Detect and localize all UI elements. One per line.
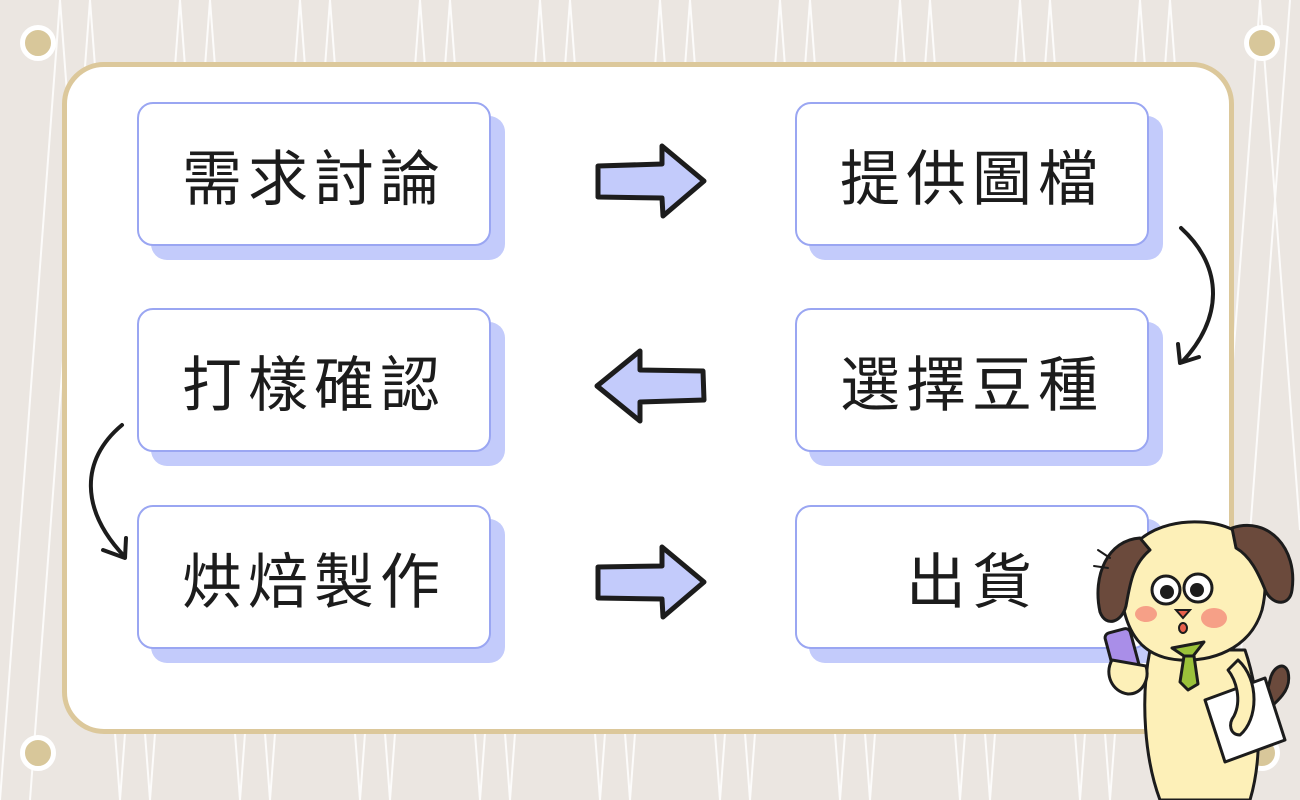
step-box-sample: 打樣確認 <box>137 308 491 452</box>
step-box-beans: 選擇豆種 <box>795 308 1149 452</box>
step-label-files: 提供圖檔 <box>840 144 1104 215</box>
corner-pin-bottom-left <box>20 735 56 771</box>
step-label-shipping: 出貨 <box>906 547 1038 618</box>
step-label-baking: 烘焙製作 <box>182 547 446 618</box>
step-box-shipping: 出貨 <box>795 505 1149 649</box>
step-label-discussion: 需求討論 <box>182 144 446 215</box>
corner-pin-bottom-right <box>1244 735 1280 771</box>
corner-pin-top-left <box>20 25 56 61</box>
corner-pin-top-right <box>1244 25 1280 61</box>
step-box-baking: 烘焙製作 <box>137 505 491 649</box>
step-box-discussion: 需求討論 <box>137 102 491 246</box>
step-label-sample: 打樣確認 <box>182 350 446 421</box>
step-label-beans: 選擇豆種 <box>840 350 1104 421</box>
step-box-files: 提供圖檔 <box>795 102 1149 246</box>
